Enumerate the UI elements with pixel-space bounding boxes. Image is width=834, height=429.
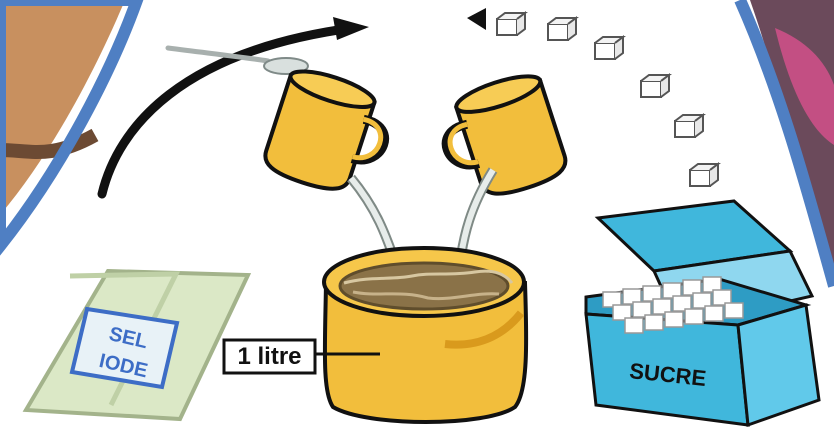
- sugar-arrow-icon: [467, 8, 486, 30]
- salt-bag-icon: SEL IODE: [22, 268, 252, 422]
- left-mug-icon: [263, 69, 389, 191]
- pot-label-box: 1 litre: [222, 338, 317, 375]
- spoon-icon: [165, 45, 309, 75]
- sugar-cubes: [496, 11, 721, 187]
- right-background-scene: [734, 0, 834, 288]
- sugar-box-icon: SUCRE: [584, 199, 821, 428]
- pot-label: 1 litre: [237, 343, 301, 370]
- left-background-scene: [0, 0, 144, 256]
- pot-icon: [315, 246, 529, 424]
- right-mug-icon: [441, 74, 568, 196]
- salt-arrow-icon: [97, 17, 369, 199]
